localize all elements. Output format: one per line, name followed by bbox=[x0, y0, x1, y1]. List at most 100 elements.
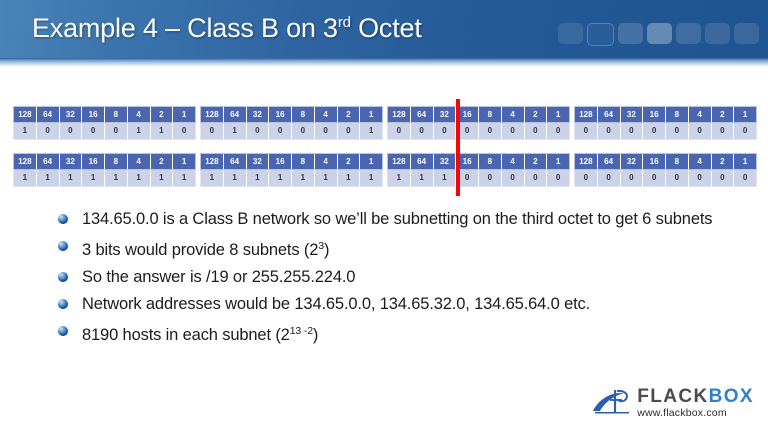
bullet-text: Network addresses would be 134.65.0.0, 1… bbox=[82, 295, 591, 313]
bit-cell[interactable]: 1 bbox=[224, 123, 247, 139]
bit-cell[interactable]: 0 bbox=[712, 170, 735, 186]
bit-cell[interactable]: 1 bbox=[82, 170, 105, 186]
bit-cell[interactable]: 0 bbox=[37, 123, 60, 139]
bit-cell[interactable]: 1 bbox=[128, 123, 151, 139]
bit-cell[interactable]: 0 bbox=[269, 123, 292, 139]
bullet-exponent: 3 bbox=[318, 240, 324, 252]
bit-cell[interactable]: 0 bbox=[338, 123, 361, 139]
bit-cell[interactable]: 1 bbox=[151, 170, 174, 186]
bit-cell[interactable]: 0 bbox=[181, 126, 187, 135]
place-value-cell: 128 bbox=[388, 107, 411, 122]
bit-cell[interactable]: 1 bbox=[388, 170, 411, 186]
bit-cell[interactable]: 1 bbox=[128, 170, 151, 186]
bit-cell[interactable]: 0 bbox=[555, 173, 561, 182]
logo-word-dark: FLACK bbox=[637, 385, 709, 407]
bit-cell[interactable]: 0 bbox=[411, 123, 434, 139]
bit-cell[interactable]: 0 bbox=[525, 170, 548, 186]
bit-cell[interactable]: 1 bbox=[201, 170, 224, 186]
bit-cell[interactable]: 0 bbox=[388, 123, 411, 139]
place-value-cell: 2 bbox=[524, 107, 548, 122]
bit-cell[interactable]: 0 bbox=[502, 170, 525, 186]
place-value-cell: 4 bbox=[314, 154, 338, 169]
bit-cell[interactable]: 1 bbox=[292, 170, 315, 186]
bit-cell[interactable]: 1 bbox=[151, 123, 174, 139]
bit-cell[interactable]: 0 bbox=[434, 123, 457, 139]
bit-cell[interactable]: 0 bbox=[643, 123, 666, 139]
bit-cell[interactable]: 1 bbox=[338, 170, 361, 186]
bit-cell[interactable]: 0 bbox=[456, 123, 479, 139]
bit-cell[interactable]: 1 bbox=[105, 170, 128, 186]
bit-cell[interactable]: 1 bbox=[315, 170, 338, 186]
bit-cell[interactable]: 1 bbox=[14, 170, 37, 186]
place-value-cell: 128 bbox=[575, 107, 598, 122]
bit-cell[interactable]: 0 bbox=[575, 170, 598, 186]
bit-cell[interactable]: 0 bbox=[666, 170, 689, 186]
bit-cell[interactable]: 0 bbox=[247, 123, 270, 139]
bit-cell[interactable]: 0 bbox=[105, 123, 128, 139]
bullet-text: 134.65.0.0 is a Class B network so we’ll… bbox=[82, 210, 713, 228]
bit-cell[interactable]: 1 bbox=[37, 170, 60, 186]
bit-cell[interactable]: 0 bbox=[201, 123, 224, 139]
bit-cell[interactable]: 1 bbox=[181, 173, 187, 182]
bit-cell[interactable]: 0 bbox=[712, 123, 735, 139]
bullet-text: So the answer is /19 or 255.255.224.0 bbox=[82, 268, 356, 286]
bit-cell[interactable]: 1 bbox=[434, 170, 457, 186]
bit-cell[interactable]: 0 bbox=[598, 123, 621, 139]
bit-cell[interactable]: 0 bbox=[689, 170, 712, 186]
place-value-cell: 32 bbox=[620, 154, 644, 169]
bit-cell[interactable]: 0 bbox=[456, 170, 479, 186]
bit-cell[interactable]: 0 bbox=[82, 123, 105, 139]
bit-cell[interactable]: 1 bbox=[247, 170, 270, 186]
logo-word-blue: BOX bbox=[708, 385, 754, 407]
slide-header: Example 4 – Class B on 3rd Octet bbox=[0, 0, 768, 67]
bit-cell[interactable]: 1 bbox=[60, 170, 83, 186]
place-value-cell: 64 bbox=[410, 107, 434, 122]
header-square-7 bbox=[734, 23, 759, 44]
place-value-cell: 8 bbox=[666, 154, 689, 169]
bit-cell[interactable]: 1 bbox=[411, 170, 434, 186]
place-value-cell: 1 bbox=[360, 154, 382, 169]
place-value-cell: 8 bbox=[666, 107, 689, 122]
bit-cell[interactable]: 0 bbox=[621, 170, 644, 186]
place-value-cell: 8 bbox=[292, 154, 315, 169]
place-value-cell: 8 bbox=[105, 107, 128, 122]
page-title-ordinal: rd bbox=[337, 14, 351, 31]
bit-cell[interactable]: 0 bbox=[666, 123, 689, 139]
bit-cell[interactable]: 0 bbox=[479, 170, 502, 186]
bit-cell[interactable]: 0 bbox=[502, 123, 525, 139]
place-value-cell: 4 bbox=[314, 107, 338, 122]
bit-cell[interactable]: 0 bbox=[60, 123, 83, 139]
header-decoration-squares bbox=[558, 23, 759, 46]
bit-cell[interactable]: 0 bbox=[292, 123, 315, 139]
bit-cell[interactable]: 0 bbox=[598, 170, 621, 186]
bit-cell[interactable]: 1 bbox=[368, 126, 374, 135]
bit-cell[interactable]: 0 bbox=[742, 173, 748, 182]
bit-cell[interactable]: 0 bbox=[621, 123, 644, 139]
bit-cell[interactable]: 1 bbox=[269, 170, 292, 186]
flackbox-bridge-icon bbox=[593, 390, 630, 414]
bit-cell[interactable]: 0 bbox=[689, 123, 712, 139]
bit-cell[interactable]: 1 bbox=[368, 173, 374, 182]
bit-cell[interactable]: 0 bbox=[315, 123, 338, 139]
bit-cell[interactable]: 0 bbox=[742, 126, 748, 135]
bit-cell[interactable]: 1 bbox=[14, 123, 37, 139]
place-value-cell: 2 bbox=[337, 154, 361, 169]
place-value-cell: 128 bbox=[14, 107, 37, 122]
bit-cell[interactable]: 0 bbox=[525, 123, 548, 139]
place-value-cell: 128 bbox=[201, 107, 224, 122]
bit-cell[interactable]: 0 bbox=[555, 126, 561, 135]
header-square-2 bbox=[587, 23, 614, 46]
place-value-cell: 32 bbox=[59, 154, 83, 169]
bullet-dot-icon bbox=[58, 241, 68, 251]
bit-cell[interactable]: 0 bbox=[643, 170, 666, 186]
bit-cell[interactable]: 1 bbox=[224, 170, 247, 186]
bit-cell[interactable]: 0 bbox=[575, 123, 598, 139]
bit-cell[interactable]: 0 bbox=[479, 123, 502, 139]
